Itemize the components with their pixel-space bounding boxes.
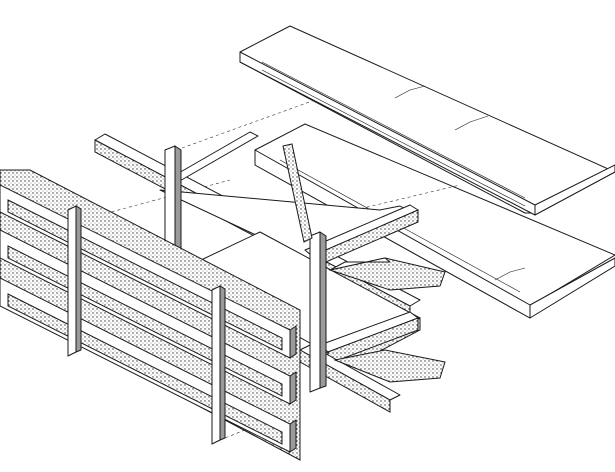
post-right xyxy=(309,231,327,393)
lower-floor-panel xyxy=(254,123,615,319)
diagonal-brace xyxy=(282,143,313,243)
wall-stud-right xyxy=(211,285,226,445)
frame-beam-right-lower xyxy=(319,311,419,365)
cantilever-joist-upper xyxy=(328,257,446,291)
cantilever-joist-lower xyxy=(333,349,446,383)
wall-stud-left xyxy=(67,205,82,357)
upper-floor-panel xyxy=(239,25,615,216)
frame-beam-right-upper xyxy=(304,204,419,269)
